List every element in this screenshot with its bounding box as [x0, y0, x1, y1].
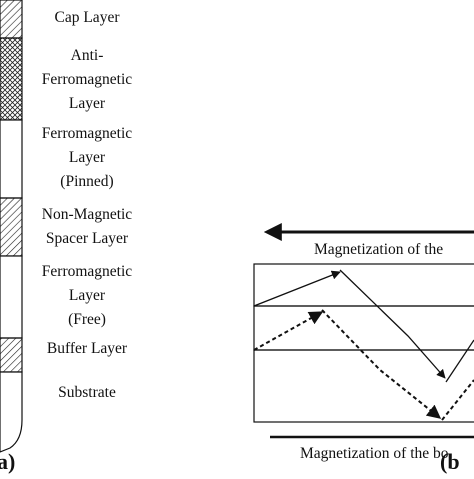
dashed-electron-path-3 — [441, 379, 474, 421]
top-magnetization-caption: Magnetization of the — [314, 241, 444, 258]
solid-electron-path-2 — [339, 269, 446, 379]
panel-b-tag: (b — [440, 449, 460, 474]
label-antiferromagnetic-layer: Anti- Ferromagnetic Layer — [41, 47, 133, 112]
electron-path-diagram — [253, 223, 474, 439]
label-substrate: Substrate — [58, 384, 116, 401]
layer-stack — [0, 0, 23, 453]
layer-box-top — [253, 263, 474, 307]
label-cap-layer: Cap Layer — [54, 9, 120, 26]
solid-electron-path — [253, 270, 341, 307]
layer-substrate — [0, 371, 23, 453]
label-spacer-layer: Non-Magnetic Spacer Layer — [41, 206, 133, 247]
panel-a-tag: a) — [0, 449, 16, 474]
layer-box-middle — [253, 305, 474, 351]
label-ferromagnetic-free-layer: Ferromagnetic Layer (Free) — [41, 263, 133, 328]
label-buffer-layer: Buffer Layer — [46, 340, 128, 357]
dashed-electron-path — [253, 311, 324, 351]
layer-box-bottom — [253, 349, 474, 423]
dashed-electron-path-2 — [321, 309, 442, 419]
label-ferromagnetic-pinned-layer: Ferromagnetic Layer (Pinned) — [41, 125, 133, 190]
bottom-magnetization-caption: Magnetization of the bo — [300, 445, 449, 462]
solid-electron-path-3 — [445, 339, 474, 383]
